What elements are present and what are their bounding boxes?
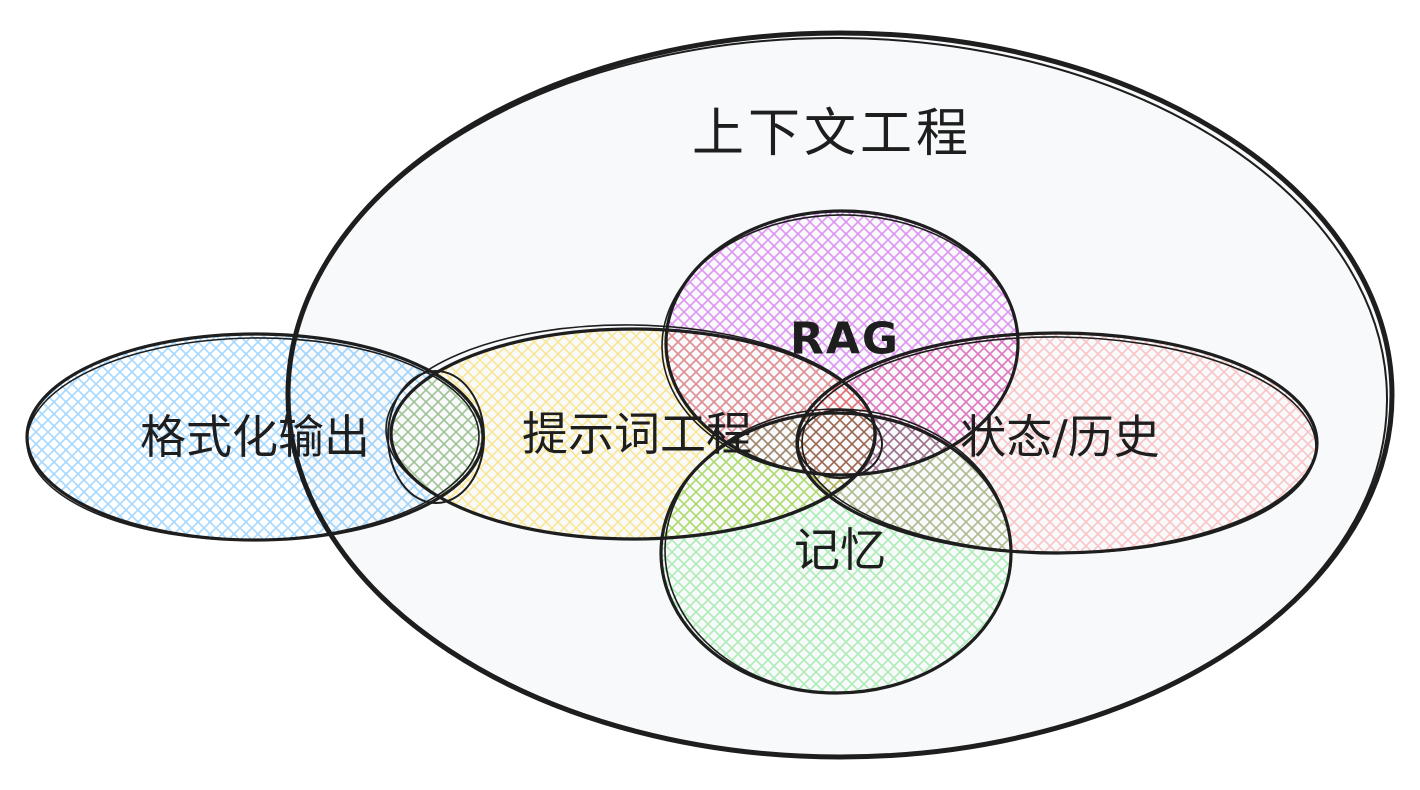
fill-memory [661, 413, 1011, 693]
outline-prompt-2 [385, 324, 877, 540]
label-format-output: 格式化输出 [140, 410, 370, 464]
outline-format-2 [26, 337, 480, 541]
label-context-engineering: 上下文工程 [692, 104, 972, 164]
fill-format [27, 334, 483, 540]
label-prompt-engineering: 提示词工程 [522, 407, 752, 461]
outline-rag-2 [661, 214, 1019, 476]
label-state-history: 状态/历史 [960, 410, 1160, 464]
set-fills [27, 211, 1317, 693]
label-rag: RAG [790, 314, 900, 365]
outline-inner-loop-left [387, 370, 485, 504]
set-outlines [25, 209, 1319, 695]
outline-inner-loop-center [797, 409, 883, 479]
labels: 上下文工程 格式化输出 提示词工程 RAG 状态/历史 记忆 [140, 104, 1160, 577]
label-memory: 记忆 [794, 523, 886, 577]
outline-state-2 [801, 336, 1317, 554]
